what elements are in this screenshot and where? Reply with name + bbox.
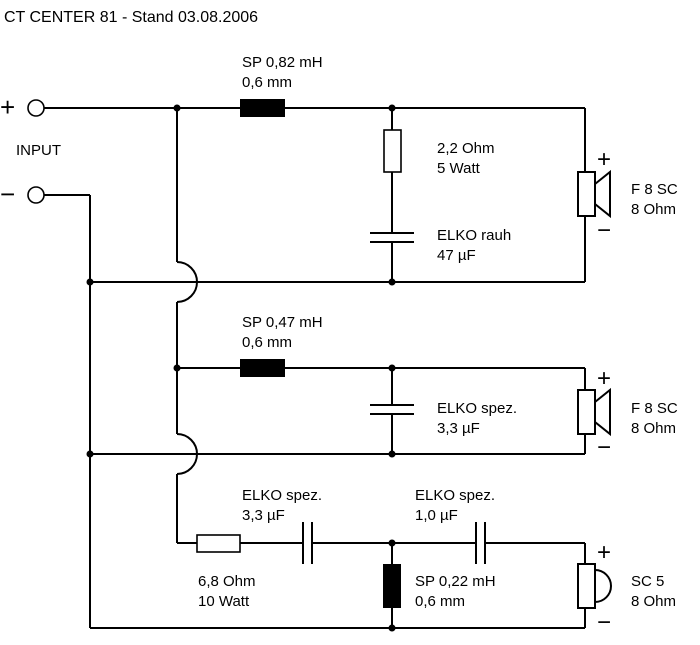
coil3-label-2: 0,6 mm bbox=[415, 593, 465, 610]
resistor-6-8-ohm bbox=[196, 534, 241, 553]
speaker1-label-2: 8 Ohm bbox=[631, 201, 676, 218]
speaker-icon bbox=[577, 387, 611, 437]
cap1-label-1: ELKO rauh bbox=[437, 227, 511, 244]
cap2-label-1: ELKO spez. bbox=[437, 400, 517, 417]
resistor3-label-2: 10 Watt bbox=[198, 593, 250, 610]
speaker3-plus: + bbox=[597, 539, 611, 566]
input-minus-sign: − bbox=[0, 179, 15, 209]
coil-sp-082mh bbox=[240, 99, 285, 117]
cap2-label-2: 3,3 µF bbox=[437, 420, 480, 437]
coil2-label-1: SP 0,47 mH bbox=[242, 314, 323, 331]
speaker1-label-1: F 8 SC bbox=[631, 181, 678, 198]
junction-nodes bbox=[86, 104, 396, 632]
capacitor-elko-rauh bbox=[370, 232, 414, 243]
speaker-icon bbox=[577, 169, 611, 219]
resistor3-label-1: 6,8 Ohm bbox=[198, 573, 256, 590]
cap3b-label-1: ELKO spez. bbox=[415, 487, 495, 504]
resistor1-label-2: 5 Watt bbox=[437, 160, 481, 177]
coil-sp-047mh bbox=[240, 359, 285, 377]
cap1-label-2: 47 µF bbox=[437, 247, 476, 264]
cap3a-label-1: ELKO spez. bbox=[242, 487, 322, 504]
capacitor-elko-spez-3-3 bbox=[370, 404, 414, 415]
capacitor-elko-spez-1-0 bbox=[475, 522, 486, 564]
minus-bus-wiring bbox=[44, 194, 585, 629]
coil1-label-1: SP 0,82 mH bbox=[242, 54, 323, 71]
diagram-title: CT CENTER 81 - Stand 03.08.2006 bbox=[4, 9, 258, 26]
speaker2-label-2: 8 Ohm bbox=[631, 420, 676, 437]
speaker3-minus: − bbox=[597, 609, 611, 636]
resistor1-label-1: 2,2 Ohm bbox=[437, 140, 495, 157]
input-plus-sign: + bbox=[0, 92, 15, 122]
resistor-2-2-ohm bbox=[383, 129, 402, 173]
speaker2-minus: − bbox=[597, 434, 611, 461]
input-label: INPUT bbox=[16, 142, 61, 159]
speaker3-label-2: 8 Ohm bbox=[631, 593, 676, 610]
input-minus-terminal bbox=[27, 186, 45, 204]
capacitor-elko-spez-3-3-series bbox=[302, 522, 313, 564]
input-plus-terminal bbox=[27, 99, 45, 117]
speaker2-plus: + bbox=[597, 365, 611, 392]
coil-sp-022mh bbox=[383, 564, 401, 608]
coil3-label-1: SP 0,22 mH bbox=[415, 573, 496, 590]
speaker2-label-1: F 8 SC bbox=[631, 400, 678, 417]
speaker1-plus: + bbox=[597, 146, 611, 173]
speaker1-minus: − bbox=[597, 217, 611, 244]
speaker3-label-1: SC 5 bbox=[631, 573, 664, 590]
cap3a-label-2: 3,3 µF bbox=[242, 507, 285, 524]
cap3b-label-2: 1,0 µF bbox=[415, 507, 458, 524]
coil1-label-2: 0,6 mm bbox=[242, 74, 292, 91]
coil2-label-2: 0,6 mm bbox=[242, 334, 292, 351]
tweeter-icon bbox=[577, 563, 612, 609]
